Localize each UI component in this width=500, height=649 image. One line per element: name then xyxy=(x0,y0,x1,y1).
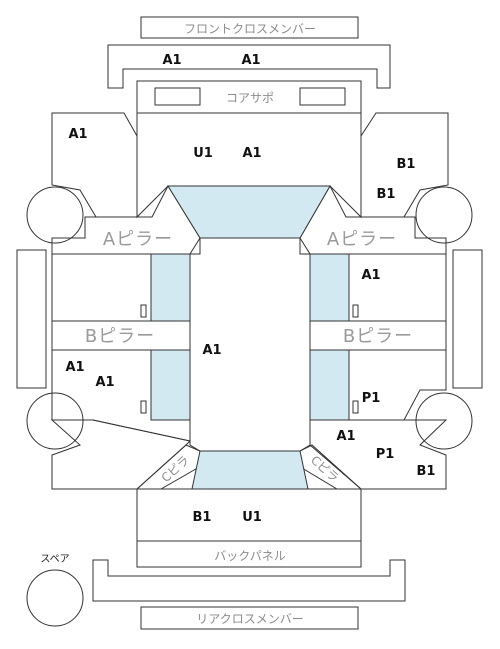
code-front-left-panel: A1 xyxy=(68,127,87,142)
code-front-right-b1-top: B1 xyxy=(397,157,416,172)
back-panel[interactable] xyxy=(136,540,362,568)
front-left-fender[interactable] xyxy=(51,112,138,218)
a-pillar-left-label: Aピラー xyxy=(103,229,173,250)
code-right-rear-door-p1: P1 xyxy=(362,391,381,406)
left-rear-window[interactable] xyxy=(150,349,191,421)
core-support-right-slot xyxy=(299,87,346,106)
code-trunk-u1: U1 xyxy=(242,510,262,525)
code-front-right-b1-bottom: B1 xyxy=(377,187,396,202)
a-pillar-right-label: Aピラー xyxy=(327,229,397,250)
a-pillar-left[interactable] xyxy=(51,184,201,255)
core-support-left-slot xyxy=(154,87,201,106)
rear-cross-member-label: リアクロスメンバー xyxy=(196,612,303,626)
left-rear-door-handle xyxy=(140,400,147,414)
left-front-window[interactable] xyxy=(150,253,191,322)
code-hood-u1: U1 xyxy=(193,146,213,161)
code-front-member-left: A1 xyxy=(162,53,181,68)
code-trunk-b1: B1 xyxy=(193,510,212,525)
c-pillar-left[interactable] xyxy=(135,444,209,490)
spare-label: スペア xyxy=(40,554,69,565)
left-side-skirt[interactable] xyxy=(16,249,47,389)
right-rear-door-handle xyxy=(352,400,359,414)
rear-left-wheel[interactable] xyxy=(26,392,84,450)
code-rear-right-a1: A1 xyxy=(336,429,355,444)
b-pillar-left-label: Bピラー xyxy=(85,326,155,347)
front-cross-member-label: フロントクロスメンバー xyxy=(184,22,316,36)
code-rear-right-b1: B1 xyxy=(417,464,436,479)
code-left-rear-door-2: A1 xyxy=(95,375,114,390)
c-pillar-right[interactable] xyxy=(291,444,363,490)
right-front-window[interactable] xyxy=(309,253,350,322)
rear-window[interactable] xyxy=(191,450,309,490)
left-front-door-handle xyxy=(140,304,147,318)
code-hood-a1: A1 xyxy=(242,146,261,161)
rear-cross-member-box[interactable] xyxy=(140,606,359,630)
code-rear-right-p1: P1 xyxy=(376,447,395,462)
right-side-skirt[interactable] xyxy=(452,249,483,389)
spare-tire[interactable] xyxy=(26,569,84,627)
front-cross-member-box[interactable] xyxy=(140,16,359,39)
rear-right-wheel[interactable] xyxy=(415,392,473,450)
code-roof: A1 xyxy=(202,343,221,358)
code-right-front-door: A1 xyxy=(361,268,380,283)
back-panel-label: バックパネル xyxy=(214,549,285,563)
front-member-panel[interactable] xyxy=(107,44,391,89)
a-pillar-right[interactable] xyxy=(299,184,447,255)
front-right-wheel[interactable] xyxy=(415,186,473,244)
code-front-member-right: A1 xyxy=(241,53,260,68)
core-support-label: コアサポ xyxy=(226,91,274,105)
code-left-rear-door-1: A1 xyxy=(65,360,84,375)
rear-member-panel[interactable] xyxy=(92,559,406,602)
b-pillar-right-label: Bピラー xyxy=(343,326,413,347)
windshield[interactable] xyxy=(167,185,331,239)
right-rear-window[interactable] xyxy=(309,349,350,421)
front-left-wheel[interactable] xyxy=(26,186,84,244)
right-front-door-handle xyxy=(352,304,359,318)
